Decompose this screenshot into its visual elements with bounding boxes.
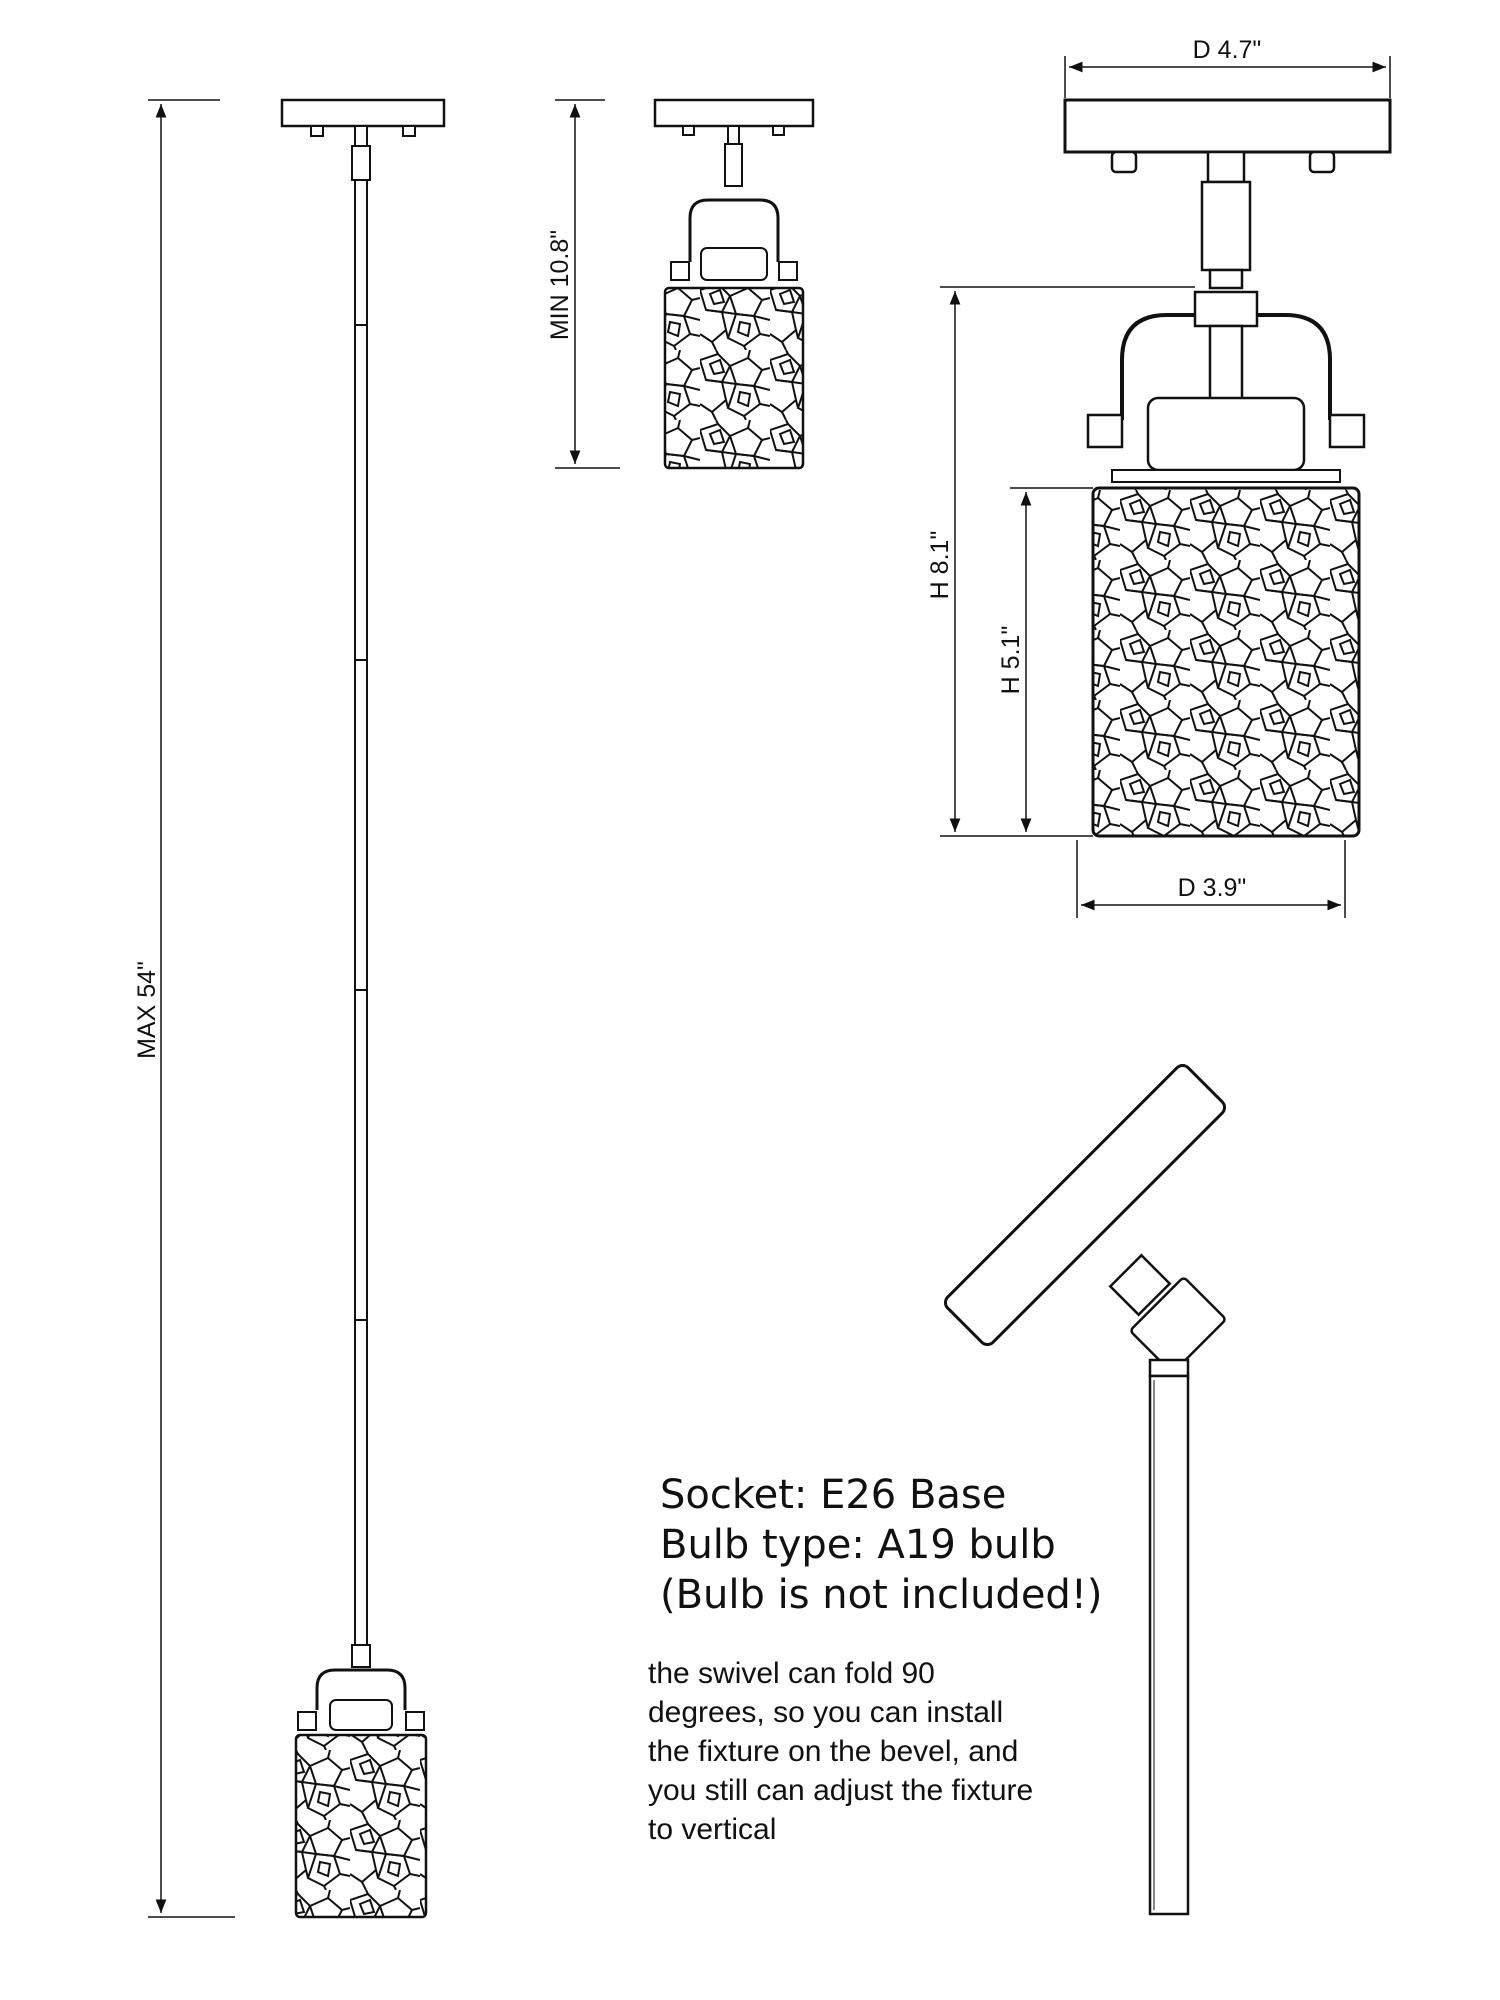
bulb-not-included-note: (Bulb is not included!) xyxy=(660,1572,1103,1618)
swivel-note: the swivel can fold 90 degrees, so you c… xyxy=(648,1654,1168,1849)
max-length-dimension: MAX 54" xyxy=(133,99,235,1918)
swivel-note-line: the fixture on the bevel, and xyxy=(648,1735,1019,1768)
min-length-label: MIN 10.8" xyxy=(546,230,574,340)
spec-block: Socket: E26 Base Bulb type: A19 bulb (Bu… xyxy=(660,1470,1220,1620)
fixture-detail-view xyxy=(1063,98,1392,838)
swivel-note-line: to vertical xyxy=(648,1813,777,1846)
canopy-diameter-label: D 4.7" xyxy=(1193,36,1262,64)
swivel-note-line: degrees, so you can install xyxy=(648,1696,1004,1729)
bulb-type-spec: Bulb type: A19 bulb xyxy=(660,1522,1056,1568)
swivel-note-line: you still can adjust the fixture xyxy=(648,1774,1034,1807)
overall-height-label: H 8.1" xyxy=(926,531,954,600)
shade-height-label: H 5.1" xyxy=(997,626,1025,695)
pendant-min-view xyxy=(653,98,815,470)
pendant-max-view xyxy=(280,98,446,1919)
min-length-dimension: MIN 10.8" xyxy=(546,99,620,469)
canopy-diameter-dimension: D 4.7" xyxy=(1064,36,1391,98)
shade-diameter-label: D 3.9" xyxy=(1178,874,1247,902)
socket-spec: Socket: E26 Base xyxy=(660,1472,1007,1518)
overall-height-dimension: H 8.1" xyxy=(926,286,1195,837)
swivel-tilt-view xyxy=(943,1063,1227,1916)
shade-height-dimension: H 5.1" xyxy=(997,487,1093,832)
swivel-note-line: the swivel can fold 90 xyxy=(648,1657,935,1690)
shade-diameter-dimension: D 3.9" xyxy=(1076,840,1346,918)
max-length-label: MAX 54" xyxy=(133,961,161,1059)
